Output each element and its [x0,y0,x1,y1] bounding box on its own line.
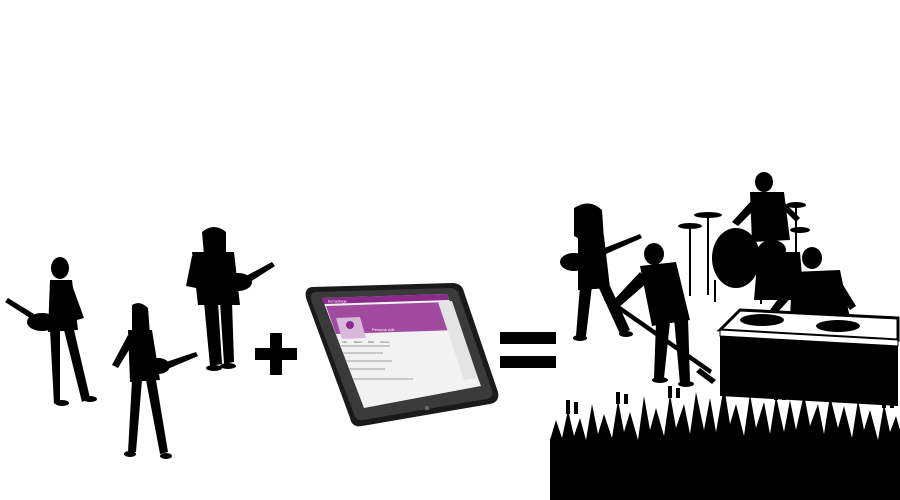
tablet-device: bemettage Persona edit Info Music Wall P… [305,283,499,427]
rock-guitarist-silhouette [560,203,642,341]
tablet-tab-4: Photos [380,340,390,344]
tablet-home-button-icon [424,405,430,411]
tablet-profile-name: Persona edit [372,327,395,332]
plus-sign [255,333,297,375]
guitarist-3-silhouette [186,227,275,371]
singer-silhouette [604,243,716,387]
dj-booth [716,308,900,406]
tablet-tab-2: Music [354,340,362,344]
guitarist-1-silhouette [5,257,97,406]
dj-silhouette [770,247,856,320]
tablet-brand-text: bemettage [328,299,348,304]
tablet-tab-1: Info [342,340,347,344]
crowd-silhouette [550,378,900,500]
tablet-tab-3: Wall [368,340,374,344]
guitarist-2-silhouette [112,303,198,459]
equals-sign [500,332,556,368]
